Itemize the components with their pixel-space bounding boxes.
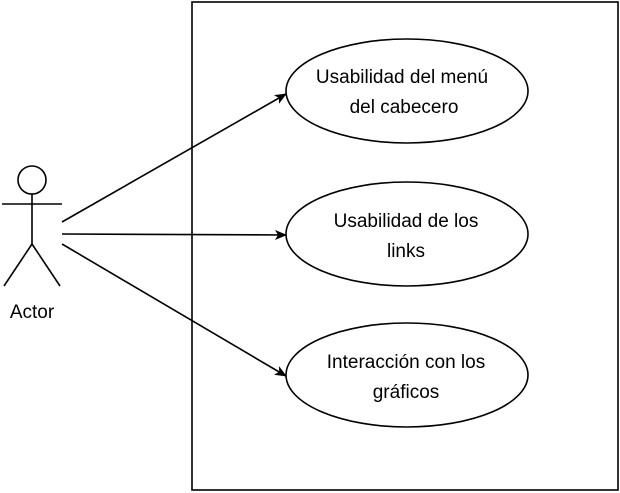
actor-left-leg (3, 243, 33, 287)
use-case-label-line: links (387, 241, 425, 262)
association-arrow-menu (61, 93, 287, 223)
actor-label: Actor (10, 302, 55, 323)
actor-right-leg (31, 243, 61, 287)
use-case-graphics: Interacción con los gráficos (285, 322, 529, 428)
use-case-ellipse (285, 322, 529, 428)
use-case-ellipse (285, 38, 529, 144)
association-arrow-links (61, 229, 287, 240)
use-case-menu: Usabilidad del menú del cabecero (285, 38, 529, 144)
use-case-label-line: Usabilidad de los (334, 211, 479, 232)
use-case-links: Usabilidad de los links (285, 181, 529, 287)
use-case-ellipse (285, 181, 529, 287)
actor-figure (2, 165, 62, 287)
use-case-label-line: del cabecero (350, 97, 459, 118)
association-arrow-graphics (61, 243, 287, 377)
actor-head (17, 165, 47, 195)
use-case-label-line: Interacción con los (327, 352, 485, 373)
use-case-label-line: gráficos (373, 382, 440, 403)
use-case-label-line: Usabilidad del menú (316, 67, 488, 88)
